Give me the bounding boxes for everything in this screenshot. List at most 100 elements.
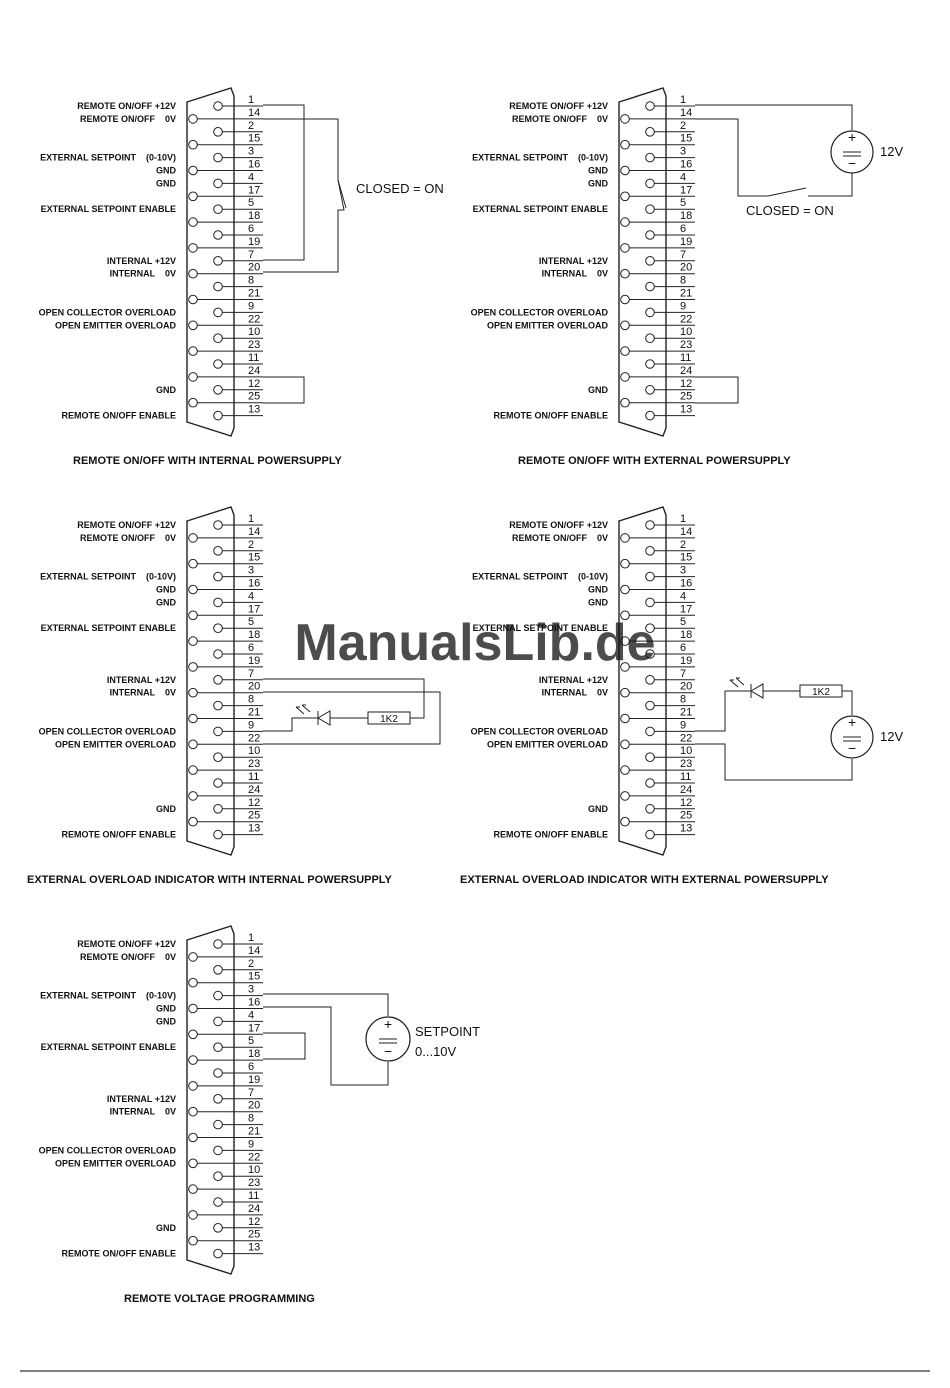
- pin-13-socket: [645, 829, 655, 840]
- pin-7-socket: [213, 1094, 223, 1104]
- svg-text:−: −: [848, 155, 856, 171]
- pin-number-3: 3: [680, 565, 686, 577]
- pin-label: REMOTE ON/OFF +12V: [77, 520, 176, 530]
- pin-number-25: 25: [248, 1229, 260, 1241]
- pin-number-7: 7: [680, 668, 686, 680]
- pin-number-7: 7: [248, 249, 254, 261]
- pin-13-socket: [213, 410, 223, 421]
- pin-label: OPEN EMITTER OVERLOAD: [487, 739, 609, 749]
- pin-label: OPEN EMITTER OVERLOAD: [55, 320, 177, 330]
- pin-number-15: 15: [680, 133, 692, 145]
- pin-16-socket: [620, 584, 630, 595]
- pin-label: OPEN COLLECTOR OVERLOAD: [39, 307, 177, 317]
- pin-number-7: 7: [248, 1087, 254, 1099]
- pin-number-18: 18: [248, 210, 260, 222]
- pin-number-15: 15: [248, 552, 260, 564]
- pin-number-25: 25: [248, 810, 260, 822]
- pin-label: REMOTE ON/OFF ENABLE: [62, 830, 177, 840]
- pin-number-12: 12: [248, 1216, 260, 1228]
- pin-number-8: 8: [248, 275, 254, 287]
- pin-label: GND: [588, 385, 609, 395]
- pin-19-socket: [188, 243, 198, 253]
- pin-25-socket: [188, 1235, 198, 1246]
- pin-number-14: 14: [680, 107, 692, 119]
- d4-led: [729, 677, 764, 699]
- pin-23-socket: [620, 346, 630, 356]
- pin-label: GND: [156, 166, 177, 176]
- pin-number-14: 14: [248, 526, 260, 538]
- pin-label: EXTERNAL SETPOINT (0-10V): [40, 153, 176, 163]
- connector-shell: [186, 925, 235, 1275]
- pin-20-socket: [620, 268, 630, 279]
- d5-source-label-2: 0...10V: [415, 1044, 457, 1059]
- pin-label: REMOTE ON/OFF +12V: [77, 939, 176, 949]
- pin-number-16: 16: [680, 159, 692, 171]
- pin-2-socket: [645, 546, 655, 556]
- pin-15-socket: [620, 558, 630, 569]
- pin-11-socket: [213, 778, 223, 788]
- pin-number-24: 24: [248, 784, 260, 796]
- pin-4-socket: [645, 178, 655, 189]
- pin-6-socket: [213, 1068, 223, 1078]
- pin-25-socket: [620, 397, 630, 408]
- pin-14-socket: [620, 533, 630, 543]
- pin-8-socket: [645, 281, 655, 292]
- pin-label: OPEN COLLECTOR OVERLOAD: [471, 307, 609, 317]
- pin-number-17: 17: [248, 1022, 260, 1034]
- pin-label: GND: [156, 585, 177, 595]
- pin-21-socket: [620, 294, 630, 305]
- pin-label: GND: [156, 385, 177, 395]
- pin-number-18: 18: [248, 1048, 260, 1060]
- pin-label: REMOTE ON/OFF 0V: [80, 952, 176, 962]
- pin-9-socket: [213, 307, 223, 318]
- pin-number-4: 4: [248, 1009, 254, 1021]
- pin-19-socket: [188, 662, 198, 672]
- pin-21-socket: [188, 294, 198, 305]
- pin-6-socket: [645, 649, 655, 659]
- pin-number-21: 21: [680, 707, 692, 719]
- pin-3-socket: [213, 990, 223, 1001]
- pin-number-17: 17: [680, 603, 692, 615]
- d3-resistor: [367, 711, 411, 725]
- pin-17-socket: [188, 1029, 198, 1040]
- pin-label: REMOTE ON/OFF 0V: [80, 114, 176, 124]
- pin-number-20: 20: [680, 262, 692, 274]
- pin-number-2: 2: [248, 958, 254, 970]
- pin-number-11: 11: [680, 771, 691, 783]
- pin-number-18: 18: [680, 210, 692, 222]
- d3-connector: 1142153164175186197208219221023112412251…: [39, 506, 263, 856]
- d1-connector: 1142153164175186197208219221023112412251…: [39, 87, 263, 437]
- pin-label: REMOTE ON/OFF ENABLE: [494, 830, 609, 840]
- pin-5-socket: [645, 623, 655, 633]
- pin-label: INTERNAL 0V: [110, 688, 176, 698]
- d3-led: [295, 704, 331, 726]
- pin-3-socket: [213, 152, 223, 163]
- pin-number-8: 8: [680, 694, 686, 706]
- d4-resistor-label: 1K2: [812, 687, 830, 698]
- pin-label: EXTERNAL SETPOINT ENABLE: [41, 1042, 176, 1052]
- pin-number-24: 24: [680, 784, 692, 796]
- pin-5-socket: [213, 1042, 223, 1052]
- pin-number-24: 24: [248, 1203, 260, 1215]
- pin-1-socket: [213, 101, 223, 111]
- d3-resistor-label: 1K2: [380, 714, 398, 725]
- pin-label: GND: [156, 804, 177, 814]
- pin-21-socket: [620, 713, 630, 724]
- d5-wiring: [263, 993, 389, 1086]
- pin-number-22: 22: [248, 1151, 260, 1163]
- pin-10-socket: [645, 752, 655, 763]
- svg-text:+: +: [848, 714, 856, 730]
- pin-16-socket: [188, 165, 198, 176]
- pin-12-socket: [213, 804, 223, 814]
- pin-8-socket: [213, 700, 223, 711]
- pin-15-socket: [620, 139, 630, 150]
- pin-19-socket: [620, 243, 630, 253]
- pin-6-socket: [213, 649, 223, 659]
- svg-text:−: −: [848, 740, 856, 756]
- pin-number-4: 4: [680, 171, 686, 183]
- pin-number-20: 20: [248, 1100, 260, 1112]
- pin-number-1: 1: [680, 513, 686, 525]
- pin-7-socket: [645, 256, 655, 266]
- pin-21-socket: [188, 713, 198, 724]
- pin-number-6: 6: [680, 642, 686, 654]
